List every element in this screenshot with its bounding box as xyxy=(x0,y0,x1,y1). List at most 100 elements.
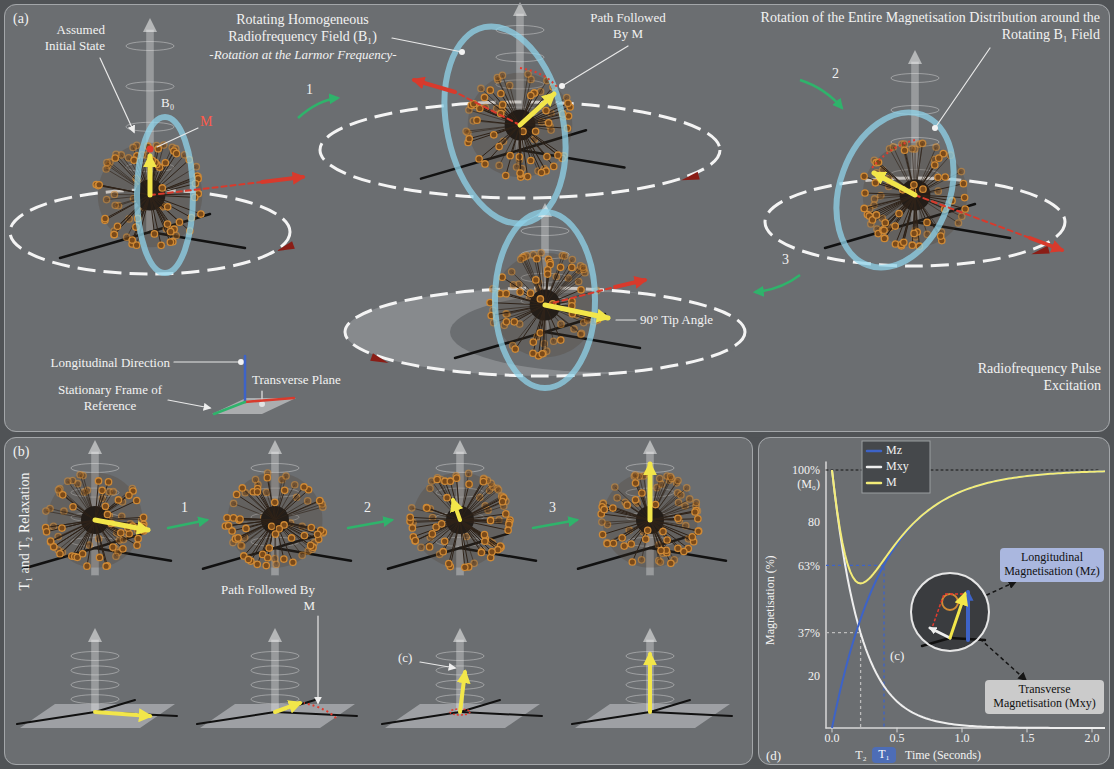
spin-coil xyxy=(517,289,523,295)
spin-coil xyxy=(544,153,550,159)
b0-field-head xyxy=(643,628,657,642)
spin-coil xyxy=(96,182,102,188)
leader-line xyxy=(562,46,628,86)
annotation-text: Path Followed By M xyxy=(586,10,670,41)
leader-line xyxy=(616,319,636,320)
spin-coil xyxy=(901,147,907,153)
spin-coil xyxy=(935,174,941,180)
annotation-text: Rotation of the Entire Magnetisation Dis… xyxy=(760,10,1100,44)
b1-field-ring xyxy=(427,15,582,235)
spin-coil xyxy=(689,534,695,540)
sphere-halo xyxy=(228,473,323,568)
spin-line xyxy=(491,305,545,316)
spin-line xyxy=(520,125,528,177)
step-arrow xyxy=(533,520,577,528)
annotation-text: Longitudinal Direction xyxy=(15,355,170,371)
spin-coil xyxy=(920,186,926,192)
spin-line xyxy=(95,491,133,520)
spin-line xyxy=(150,195,195,197)
spin-line xyxy=(73,507,95,520)
spin-coil xyxy=(901,239,907,245)
b1-direction xyxy=(915,195,1030,238)
spin-coil xyxy=(84,563,90,569)
y-axis xyxy=(214,402,245,414)
spin-coil xyxy=(624,502,630,508)
spin-coil xyxy=(412,537,418,543)
spin-line xyxy=(650,518,678,520)
spin-line xyxy=(95,520,100,557)
vector-path xyxy=(520,68,558,88)
spin-line xyxy=(915,155,950,195)
precession-helix xyxy=(71,680,119,689)
annotation-text: (c) xyxy=(398,650,412,666)
magnetisation-sphere xyxy=(42,472,147,570)
spin-coil xyxy=(695,528,701,534)
spin-coil xyxy=(441,538,447,544)
b1-direction xyxy=(545,287,615,305)
spin-coil xyxy=(629,559,635,565)
sphere-halo xyxy=(98,143,203,248)
rotation-path-ellipse xyxy=(320,102,720,198)
spin-coil xyxy=(292,482,298,488)
spin-coil xyxy=(105,479,111,485)
spin-coil xyxy=(959,213,965,219)
spin-line xyxy=(545,274,548,305)
panel-label: T₁ and T₂ Relaxation xyxy=(17,472,34,590)
spin-coil xyxy=(638,557,644,563)
spin-coil xyxy=(111,232,117,238)
panel-label: (b) xyxy=(13,444,29,461)
spin-coil xyxy=(110,489,116,495)
spin-coil xyxy=(99,487,105,493)
axis-label: 1.5 xyxy=(1012,731,1042,745)
spin-coil xyxy=(95,478,101,484)
spin-line xyxy=(240,519,275,521)
spin-coil xyxy=(578,287,584,293)
magnetisation-vector xyxy=(648,464,653,520)
spin-coil xyxy=(412,538,418,544)
b1-direction xyxy=(150,182,262,195)
spin-coil xyxy=(508,269,514,275)
spin-line xyxy=(95,492,113,520)
spin-coil xyxy=(317,497,323,503)
spin-coil xyxy=(229,528,235,534)
spin-coil xyxy=(511,319,517,325)
spin-coil xyxy=(695,516,701,522)
spin-coil xyxy=(230,500,236,506)
spin-coil xyxy=(158,242,164,248)
y-axis-line xyxy=(825,462,827,728)
annotation-text: M xyxy=(200,114,212,131)
spin-coil xyxy=(305,498,311,504)
spin-coil xyxy=(113,553,119,559)
spin-coil xyxy=(118,530,124,536)
spin-coil xyxy=(429,514,435,520)
spin-line xyxy=(460,520,498,550)
leader-line xyxy=(174,361,241,362)
spin-coil xyxy=(288,535,294,541)
spin-line xyxy=(915,165,935,195)
inset-border xyxy=(911,573,989,651)
annotation-text: Path Followed By M xyxy=(215,582,315,613)
vector-path xyxy=(872,140,915,168)
spin-coil xyxy=(660,528,666,534)
spin-line xyxy=(503,105,520,125)
spin-coil xyxy=(434,476,440,482)
spin-line xyxy=(542,305,545,354)
spin-coil xyxy=(465,470,471,476)
b0-field-head xyxy=(453,628,467,642)
spin-coil xyxy=(936,155,942,161)
spin-coil xyxy=(499,498,505,504)
axis-label: Magnetisation (%) xyxy=(763,555,777,645)
b0-field-head xyxy=(643,440,657,454)
spin-coil xyxy=(909,146,915,152)
spin-coil xyxy=(961,194,967,200)
spin-line xyxy=(490,90,520,125)
axis-line xyxy=(203,548,275,569)
spin-coil xyxy=(499,72,505,78)
precession-helix xyxy=(521,227,569,236)
spin-coil xyxy=(43,508,49,514)
spin-coil xyxy=(619,535,625,541)
spin-line xyxy=(95,500,118,520)
spin-coil xyxy=(243,525,249,531)
axis-label: 37% xyxy=(780,626,820,640)
